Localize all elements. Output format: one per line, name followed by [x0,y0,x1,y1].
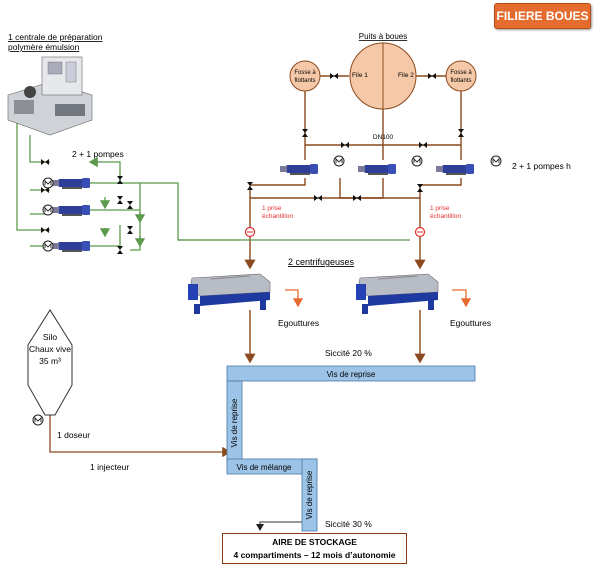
storage-title: AIRE DE STOCKAGE [272,537,357,547]
conveyor-melange-label: Vis de mélange [237,463,293,472]
motor-icon [411,155,423,167]
motor-icon [42,177,54,189]
polymer-station-label-2: polymère émulsion [8,42,80,52]
storage-subtitle: 4 compartiments – 12 mois d’autonomie [233,550,396,560]
egouttures-right-label: Egouttures [450,318,491,328]
fosse-left-label-2: flottants [294,78,315,84]
conveyor-reprise-v2-label: Vis de reprise [305,470,314,519]
title-badge: FILIERE BOUES [494,3,591,29]
motor-icon [32,414,44,426]
motor-icon [42,240,54,252]
storage-box: AIRE DE STOCKAGE 4 compartiments – 12 mo… [222,533,407,564]
polymer-piping [16,120,410,251]
silo-label-1: Silo [43,332,57,342]
conveyors [226,365,476,532]
sludge-piping [244,75,462,364]
file1-label: File 1 [352,72,368,79]
polymer-pumps [42,177,90,252]
siccite-20-label: Siccité 20 % [325,348,372,358]
motor-icon [42,204,54,216]
conveyor-reprise-h-label: Vis de reprise [327,370,376,379]
puits-title: Puits à boues [359,32,407,41]
sample-left-label-1: 1 prise [262,205,282,212]
pumps-left-label: 2 + 1 pompes [72,149,124,159]
pumps-right-label: 2 + 1 pompes h [512,161,571,171]
lime-piping [49,415,232,458]
fosse-right-label-1: Fosse à [450,70,472,76]
sample-points [244,226,426,238]
drain-arrows [285,289,472,308]
sludge-pumps [280,155,502,175]
doseur-label: 1 doseur [57,430,90,440]
lime-silo [27,309,73,426]
conveyor-reprise-v-label: Vis de reprise [230,398,239,447]
polymer-station-label: 1 centrale de préparation [8,32,103,42]
sample-right-label-2: échantillon [430,213,461,220]
egouttures-left-label: Egouttures [278,318,319,328]
labels: 1 centrale de préparation polymère émuls… [8,32,571,529]
pipe-label: DN100 [373,134,394,141]
fosse-right-label-2: flottants [450,78,471,84]
centrifuges [187,273,439,315]
file2-label: File 2 [398,72,414,79]
injecteur-label: 1 injecteur [90,462,129,472]
sludge-pit [289,42,477,110]
centrifuges-label: 2 centrifugeuses [288,257,355,267]
fosse-left-label-1: Fosse à [294,70,316,76]
silo-label-2: Chaux vive [29,344,71,354]
polymer-station [7,56,93,136]
sample-left-label-2: échantillon [262,213,293,220]
motor-icon [333,155,345,167]
motor-icon [490,155,502,167]
siccite-30-label: Siccité 30 % [325,519,372,529]
sample-right-label-1: 1 prise [430,205,450,212]
silo-label-3: 35 m³ [39,356,61,366]
